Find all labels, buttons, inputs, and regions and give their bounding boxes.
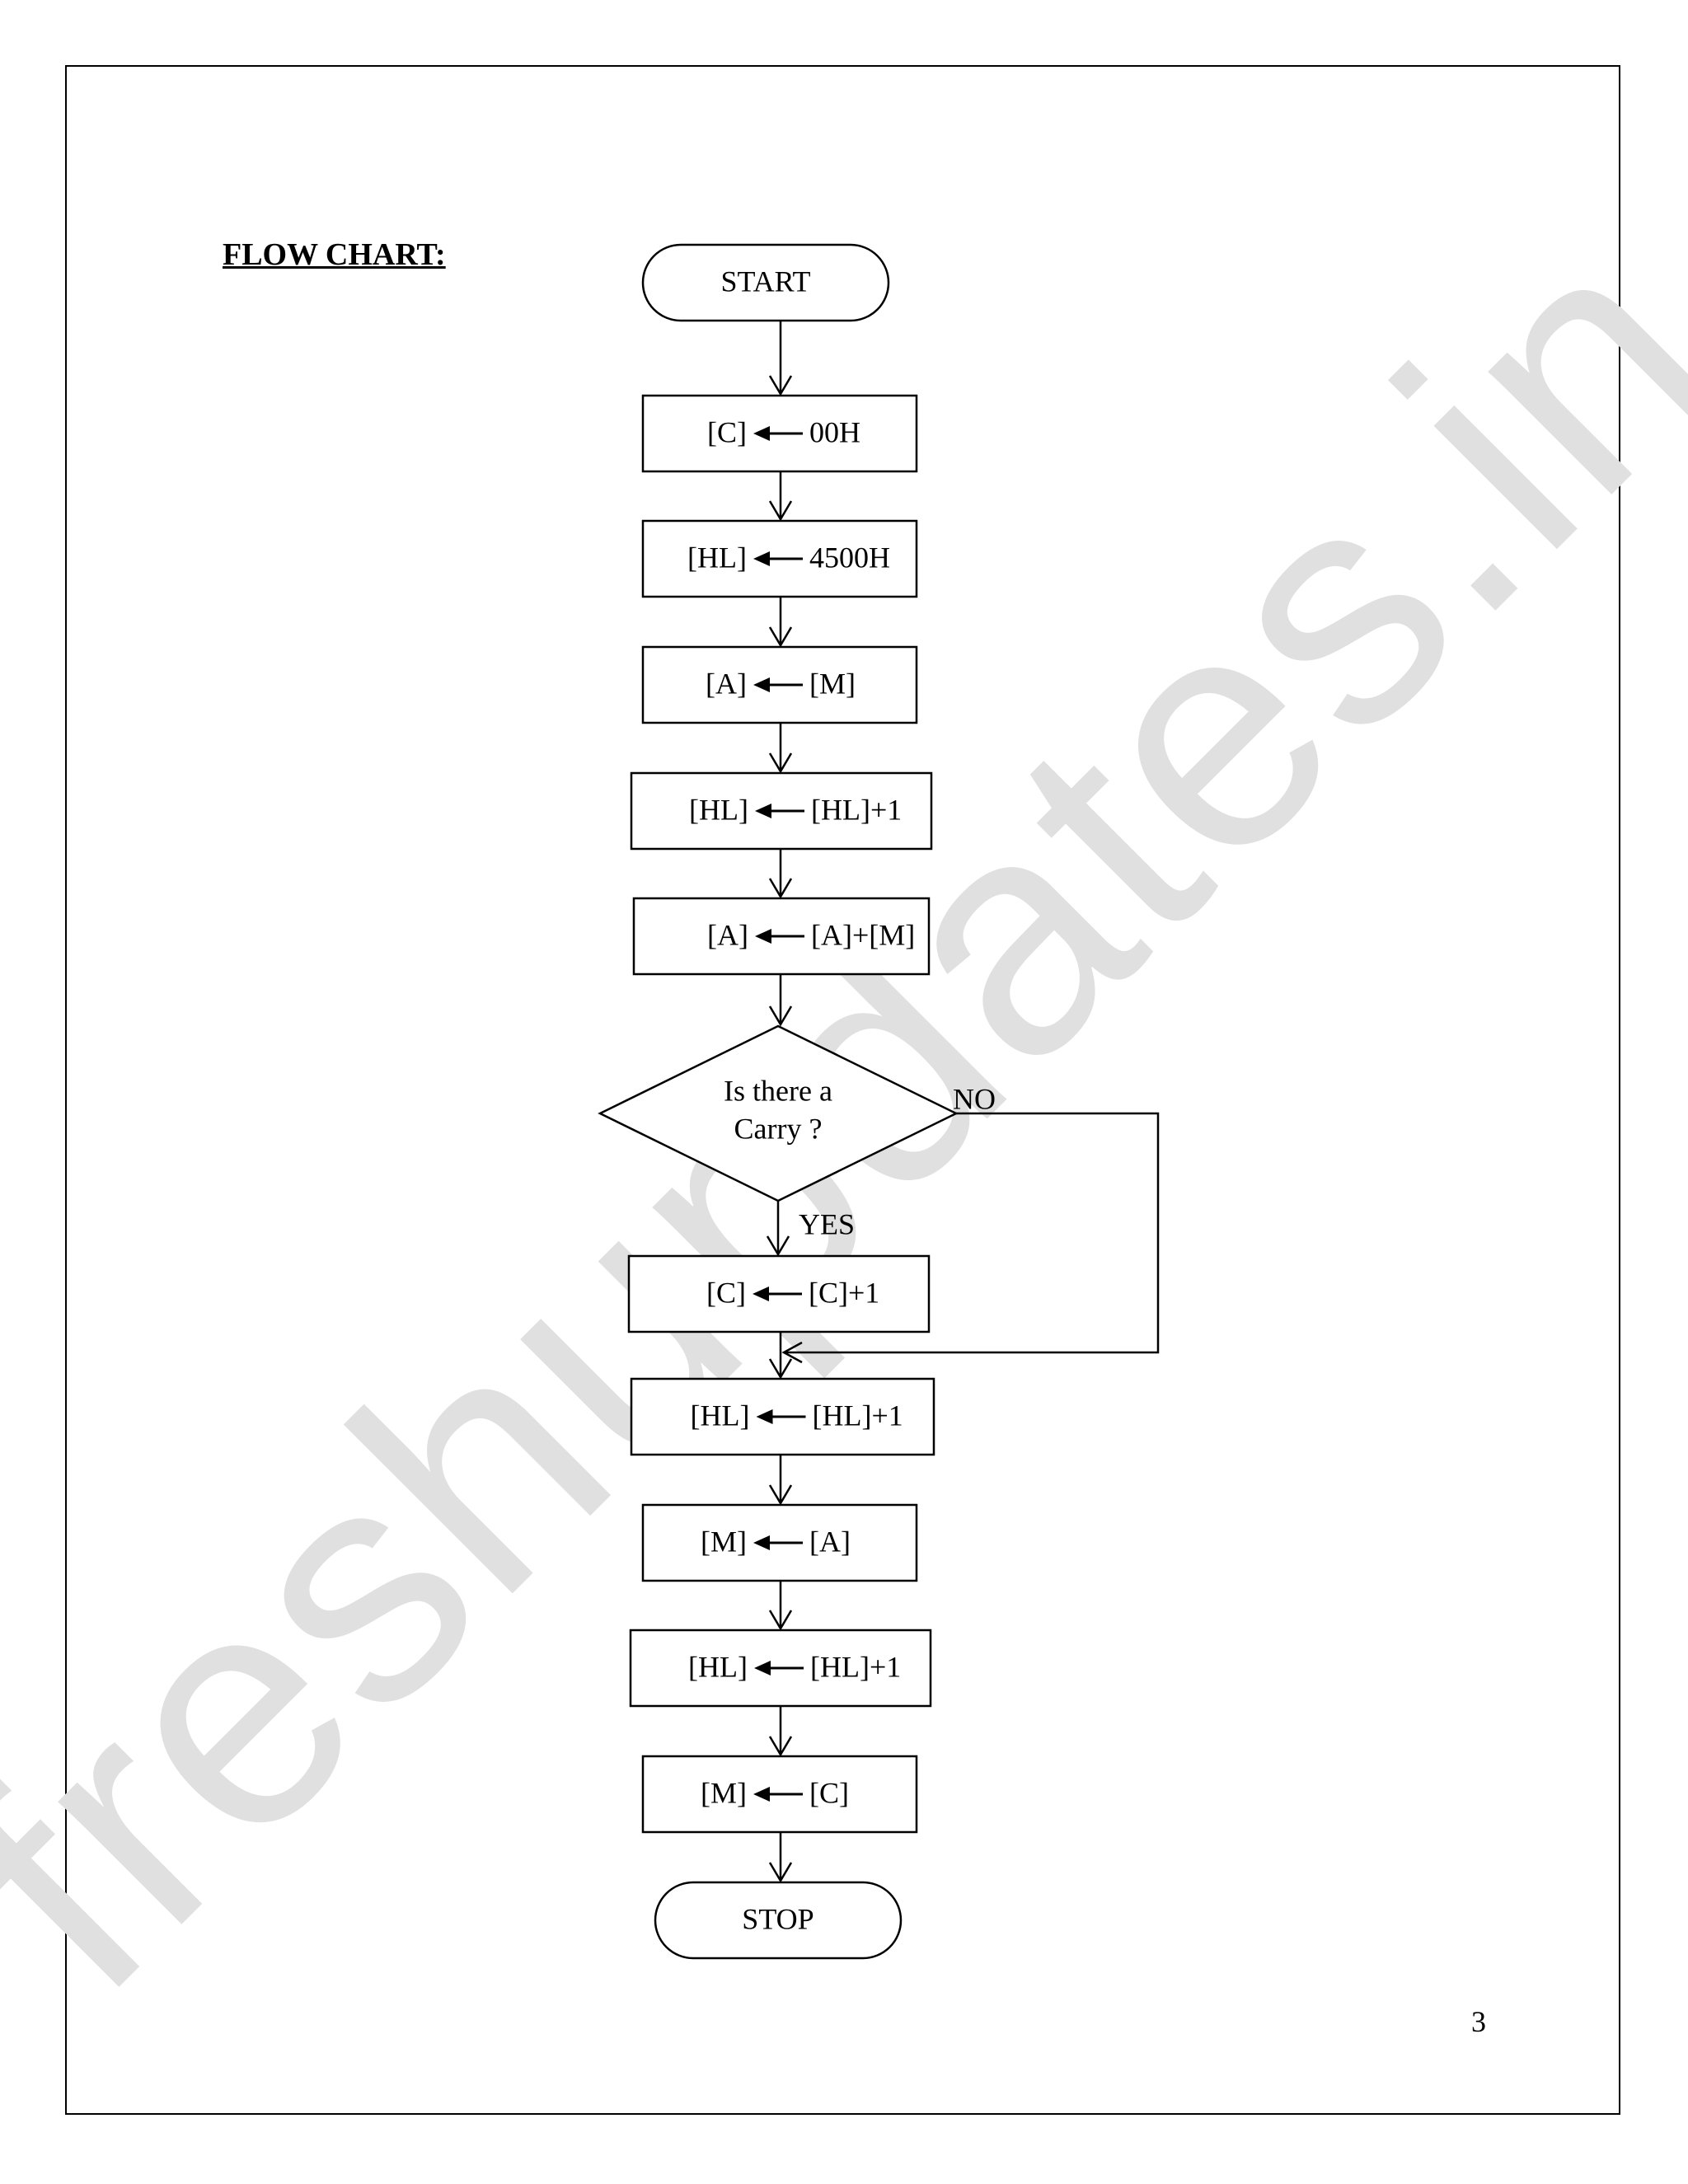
assign-arrow-head bbox=[756, 1409, 773, 1424]
arrow-head bbox=[768, 1358, 793, 1380]
decision-label-line2: Carry ? bbox=[734, 1112, 823, 1145]
arrow-head bbox=[768, 1736, 793, 1757]
page-border bbox=[65, 65, 1620, 2115]
step10-source: [C] bbox=[809, 1776, 849, 1809]
stop-label: STOP bbox=[742, 1902, 814, 1935]
step7-source: [HL]+1 bbox=[813, 1399, 903, 1432]
arrow-head bbox=[768, 1005, 793, 1027]
step6-source: [C]+1 bbox=[809, 1276, 879, 1309]
arrow-head bbox=[768, 500, 793, 522]
arrow-head bbox=[768, 375, 793, 396]
no-branch-connector bbox=[784, 1112, 1160, 1354]
start-label: START bbox=[721, 265, 811, 298]
arrow-head bbox=[768, 1610, 793, 1631]
arrow-head bbox=[768, 1484, 793, 1506]
step2-destination: [HL] bbox=[687, 541, 747, 574]
assign-arrow-head bbox=[755, 804, 771, 818]
step8-source: [A] bbox=[809, 1525, 851, 1558]
step8-destination: [M] bbox=[701, 1525, 747, 1558]
step4-source: [HL]+1 bbox=[811, 793, 902, 826]
arrow-head bbox=[766, 1235, 790, 1257]
step6-destination: [C] bbox=[706, 1276, 746, 1309]
step9-destination: [HL] bbox=[688, 1650, 748, 1683]
step3-source: [M] bbox=[809, 667, 856, 700]
assign-arrow-head bbox=[753, 551, 770, 566]
step9-source: [HL]+1 bbox=[810, 1650, 901, 1683]
step2-source: 4500H bbox=[809, 541, 890, 574]
arrow-head bbox=[768, 878, 793, 899]
assign-arrow-head bbox=[753, 1286, 769, 1301]
terminator-start bbox=[641, 243, 890, 322]
assign-arrow-head bbox=[755, 929, 771, 944]
step7-destination: [HL] bbox=[691, 1399, 750, 1432]
assign-arrow-head bbox=[753, 1535, 770, 1550]
step5-source: [A]+[M] bbox=[811, 918, 915, 951]
process-box-step10 bbox=[641, 1755, 918, 1834]
step3-destination: [A] bbox=[706, 667, 747, 700]
page-number: 3 bbox=[1471, 2005, 1486, 2038]
step4-destination: [HL] bbox=[689, 793, 748, 826]
assign-arrow-head bbox=[753, 1787, 770, 1802]
arrow-head bbox=[768, 626, 793, 648]
arrow-head bbox=[768, 752, 793, 774]
step1-source: 00H bbox=[809, 415, 860, 448]
no-branch-label: NO bbox=[953, 1082, 996, 1115]
yes-branch-label: YES bbox=[799, 1207, 855, 1240]
decision-diamond bbox=[598, 1024, 959, 1202]
decision-label-line1: Is there a bbox=[724, 1074, 832, 1107]
step5-destination: [A] bbox=[707, 918, 748, 951]
step1-destination: [C] bbox=[707, 415, 747, 448]
assign-arrow-head bbox=[753, 426, 770, 441]
step10-destination: [M] bbox=[701, 1776, 747, 1809]
assign-arrow-head bbox=[754, 1661, 771, 1675]
no-branch-arrow-head bbox=[781, 1341, 803, 1364]
arrow-head bbox=[768, 1862, 793, 1883]
terminator-stop bbox=[654, 1881, 903, 1960]
flowchart-heading: FLOW CHART: bbox=[223, 237, 446, 272]
assign-arrow-head bbox=[753, 677, 770, 692]
